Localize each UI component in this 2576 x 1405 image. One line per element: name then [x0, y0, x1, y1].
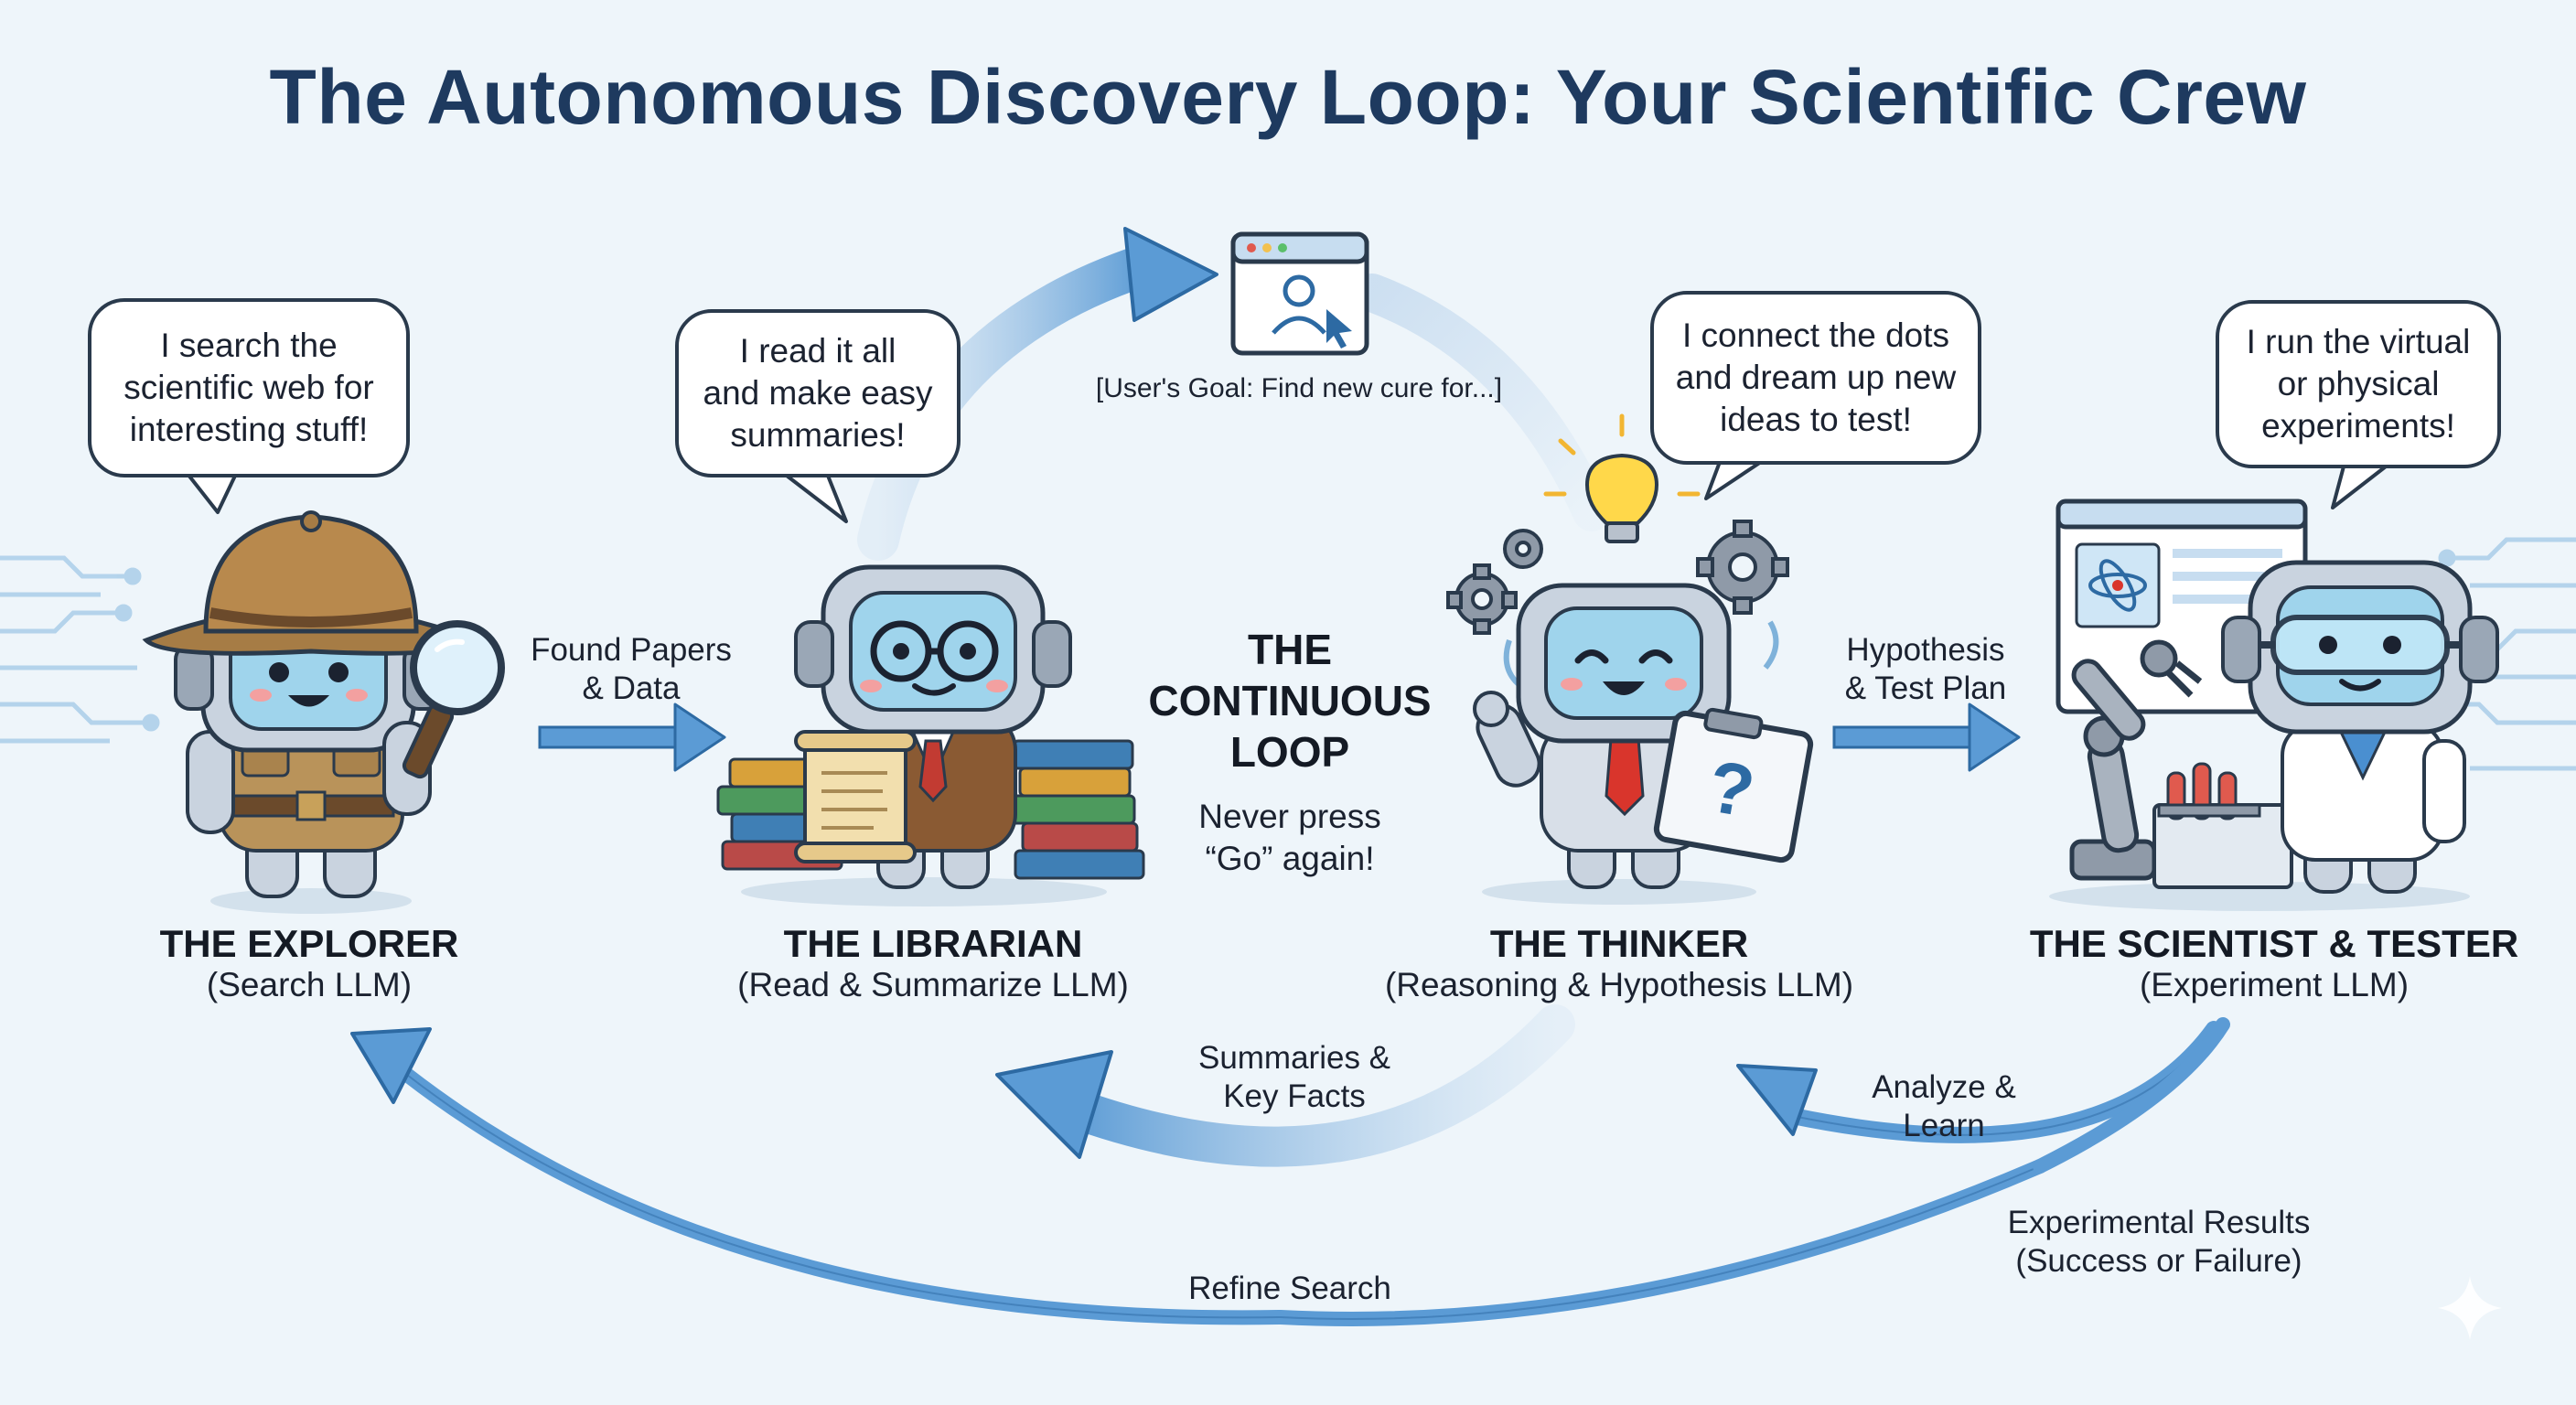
bubble-tail-explorer — [186, 472, 238, 514]
loop-subtitle-line-1: Never press — [1198, 798, 1381, 835]
arc-analyze-arrowhead — [1736, 1064, 1818, 1136]
bubble-librarian-line-3: summaries! — [730, 416, 906, 454]
agent-explorer-label: THE EXPLORER (Search LLM) — [80, 922, 538, 1004]
agent-librarian-label: THE LIBRARIAN (Read & Summarize LLM) — [704, 922, 1162, 1004]
user-goal-label: [User's Goal: Find new cure for...] — [1095, 373, 1503, 403]
agent-thinker-role: (Reasoning & Hypothesis LLM) — [1384, 966, 1854, 1003]
label-analyze-line-1: Analyze & — [1872, 1069, 2016, 1105]
bubble-scientist-line-2: or physical — [2277, 365, 2440, 402]
arc-summaries-arrowhead — [995, 1050, 1113, 1159]
bubble-tail-librarian — [785, 474, 848, 523]
agent-librarian-name: THE LIBRARIAN — [783, 922, 1083, 965]
arrow-hypothesis — [1832, 702, 2021, 772]
label-found-papers: Found Papers & Data — [512, 631, 750, 708]
librarian-robot — [716, 564, 1145, 906]
agent-explorer-role: (Search LLM) — [206, 966, 413, 1003]
label-summaries-line-2: Key Facts — [1223, 1078, 1366, 1114]
bubble-explorer-line-3: interesting stuff! — [129, 411, 369, 448]
bubble-thinker-line-2: and dream up new — [1675, 359, 1957, 396]
bubble-tail-scientist — [2331, 465, 2388, 509]
loop-title-line-3: LOOP — [1229, 728, 1350, 776]
label-summaries-line-1: Summaries & — [1197, 1040, 1391, 1076]
arc-refine-search-outline — [406, 1074, 2041, 1320]
bubble-thinker: I connect the dots and dream up new idea… — [1650, 291, 1981, 465]
arrow-found-papers — [538, 702, 726, 772]
bubble-librarian-line-1: I read it all — [739, 332, 896, 370]
label-results: Experimental Results (Success or Failure… — [1967, 1204, 2351, 1281]
bubble-explorer-line-1: I search the — [160, 327, 338, 364]
arc-refine-search-arrowhead — [350, 1027, 432, 1104]
arc-refine-tail — [2033, 1017, 2230, 1174]
label-analyze: Analyze & Learn — [1839, 1068, 2049, 1145]
loop-subtitle-line-2: “Go” again! — [1205, 840, 1375, 877]
agent-thinker-label: THE THINKER (Reasoning & Hypothesis LLM) — [1345, 922, 1894, 1004]
bubble-explorer: I search the scientific web for interest… — [88, 298, 410, 477]
agent-scientist-role: (Experiment LLM) — [2139, 966, 2410, 1003]
bubble-scientist-line-3: experiments! — [2261, 407, 2455, 445]
label-hypothesis-line-1: Hypothesis — [1846, 632, 2005, 668]
agent-explorer-name: THE EXPLORER — [159, 922, 459, 965]
bubble-tail-thinker — [1704, 460, 1763, 500]
label-found-papers-line-2: & Data — [582, 670, 681, 706]
label-refine-search: Refine Search — [1188, 1271, 1391, 1306]
agent-thinker-name: THE THINKER — [1489, 922, 1749, 965]
agent-scientist-label: THE SCIENTIST & TESTER (Experiment LLM) — [2009, 922, 2539, 1004]
bubble-explorer-line-2: scientific web for — [123, 369, 374, 406]
label-results-line-1: Experimental Results — [2007, 1205, 2311, 1240]
label-results-line-2: (Success or Failure) — [2015, 1243, 2302, 1279]
bubble-librarian: I read it all and make easy summaries! — [675, 309, 961, 477]
bubble-thinker-line-3: ideas to test! — [1720, 401, 1912, 438]
arc-to-user-goal — [857, 244, 1165, 561]
agent-scientist-name: THE SCIENTIST & TESTER — [2029, 922, 2519, 965]
arc-summaries — [1050, 1004, 1575, 1167]
agent-librarian-role: (Read & Summarize LLM) — [737, 966, 1129, 1003]
book-stack-right — [1009, 739, 1145, 880]
circuit-lines-left — [0, 555, 160, 744]
arc-to-user-goal-arrowhead — [1123, 227, 1218, 322]
loop-title: THE CONTINUOUS LOOP — [1107, 624, 1473, 778]
bubble-scientist: I run the virtual or physical experiment… — [2216, 300, 2501, 468]
sparkle-icon — [2438, 1276, 2502, 1340]
loop-title-line-1: THE — [1248, 626, 1332, 673]
bubble-thinker-line-1: I connect the dots — [1681, 316, 1950, 354]
bubble-scientist-line-1: I run the virtual — [2246, 323, 2471, 360]
bubble-librarian-line-2: and make easy — [703, 374, 933, 412]
arc-to-thinker — [1353, 273, 1611, 531]
loop-subtitle: Never press “Go” again! — [1107, 796, 1473, 880]
explorer-robot — [142, 510, 505, 914]
page-title: The Autonomous Discovery Loop: Your Scie… — [269, 54, 2307, 140]
thinker-robot: ? — [1446, 413, 1814, 905]
test-tube-rack-icon — [2152, 762, 2293, 889]
label-found-papers-line-1: Found Papers — [531, 632, 732, 668]
label-hypothesis: Hypothesis & Test Plan — [1807, 631, 2045, 708]
robot-arm-icon — [2069, 639, 2203, 881]
label-hypothesis-line-2: & Test Plan — [1844, 670, 2007, 706]
clipboard-icon: ? — [1653, 707, 1814, 863]
label-analyze-line-2: Learn — [1903, 1108, 1985, 1143]
scientist-robot — [2049, 499, 2499, 911]
loop-title-line-2: CONTINUOUS — [1148, 677, 1432, 724]
scroll-icon — [794, 730, 917, 863]
label-summaries: Summaries & Key Facts — [1180, 1039, 1409, 1116]
user-goal-icon — [1230, 231, 1369, 356]
